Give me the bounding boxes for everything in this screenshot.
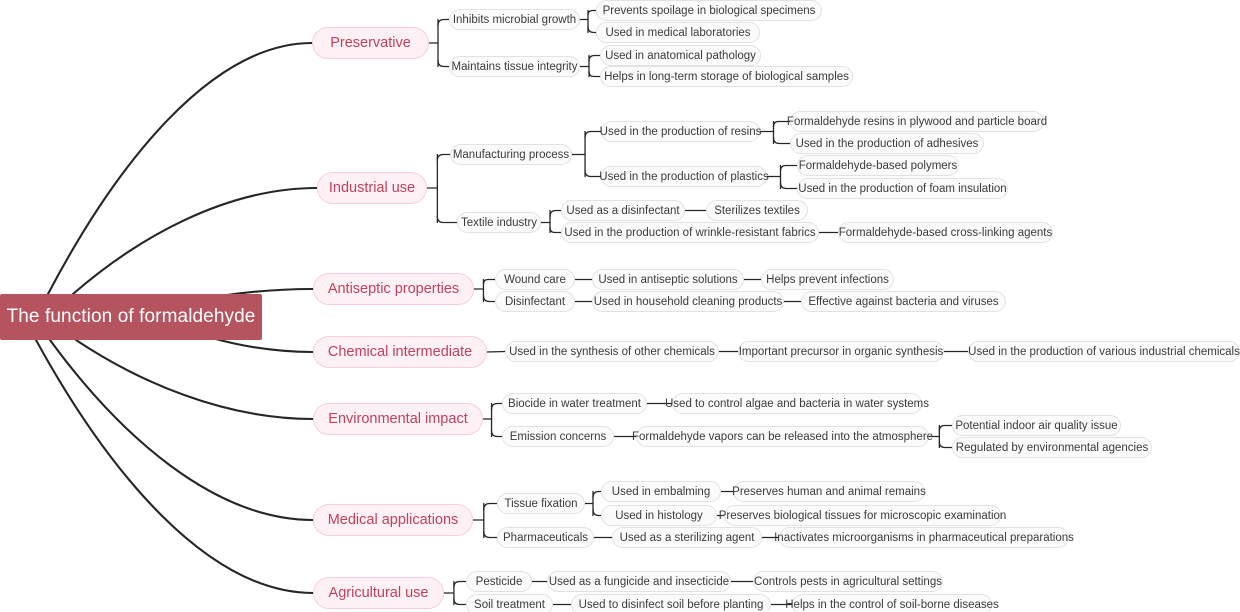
topic-node-b4c1g0[interactable]: Formaldehyde vapors can be released into… [632,426,933,447]
topic-node-b4c1g0h1[interactable]: Regulated by environmental agencies [952,437,1152,458]
topic-node-b3c0g0h0[interactable]: Used in the production of various indust… [968,341,1240,362]
topic-node-b2c0g0h0[interactable]: Helps prevent infections [761,269,894,290]
topic-node-b5c0g0[interactable]: Used in embalming [601,481,721,502]
topic-node-b6c0g0h0[interactable]: Controls pests in agricultural settings [753,571,943,592]
branch-node-b1[interactable]: Industrial use [317,172,427,204]
topic-node-b5c0g0h0[interactable]: Preserves human and animal remains [732,481,926,502]
topic-node-b1c1g1[interactable]: Used in the production of wrinkle-resist… [561,222,819,243]
topic-node-b5c0g1[interactable]: Used in histology [601,505,717,526]
topic-node-b2c1g0h0[interactable]: Effective against bacteria and viruses [801,291,1006,312]
topic-node-b6c1[interactable]: Soil treatment [466,594,553,612]
topic-node-b0c1[interactable]: Maintains tissue integrity [449,56,580,77]
topic-node-b5c1g0h0[interactable]: Inactivates microorganisms in pharmaceut… [774,527,1074,548]
topic-node-b0c0g0[interactable]: Prevents spoilage in biological specimen… [596,0,822,21]
topic-node-b4c1[interactable]: Emission concerns [502,426,614,447]
topic-node-b4c0[interactable]: Biocide in water treatment [502,393,647,414]
topic-node-b6c0g0[interactable]: Used as a fungicide and insecticide [547,571,731,592]
topic-node-b0c0[interactable]: Inhibits microbial growth [449,9,580,30]
topic-node-b0c0g1[interactable]: Used in medical laboratories [596,22,760,43]
branch-node-b3[interactable]: Chemical intermediate [313,336,487,368]
topic-node-b1c0g1h1[interactable]: Used in the production of foam insulatio… [797,178,1008,199]
root-node[interactable]: The function of formaldehyde [0,294,262,340]
topic-node-b1c0g0h1[interactable]: Used in the production of adhesives [790,133,984,154]
branch-node-b0[interactable]: Preservative [312,27,429,59]
branch-node-b5[interactable]: Medical applications [313,504,473,536]
topic-node-b1c1[interactable]: Textile industry [457,212,541,233]
topic-node-b5c1g0[interactable]: Used as a sterilizing agent [612,527,762,548]
topic-node-b6c0[interactable]: Pesticide [466,571,532,592]
topic-node-b1c0g0[interactable]: Used in the production of resins [600,121,761,142]
topic-node-b3c0[interactable]: Used in the synthesis of other chemicals [505,341,719,362]
topic-node-b6c1g0h0[interactable]: Helps in the control of soil-borne disea… [785,594,999,612]
topic-node-b1c0[interactable]: Manufacturing process [450,144,572,165]
topic-node-b5c0[interactable]: Tissue fixation [497,493,585,514]
topic-node-b0c1g0[interactable]: Used in anatomical pathology [600,45,761,66]
branch-node-b4[interactable]: Environmental impact [313,403,483,435]
topic-node-b4c1g0h0[interactable]: Potential indoor air quality issue [952,415,1121,436]
topic-node-b5c1[interactable]: Pharmaceuticals [497,527,594,548]
topic-node-b6c1g0[interactable]: Used to disinfect soil before planting [571,594,771,612]
topic-node-b1c1g0h0[interactable]: Sterilizes textiles [706,200,808,221]
topic-node-b2c0g0[interactable]: Used in antiseptic solutions [592,269,744,290]
topic-node-b2c1[interactable]: Disinfectant [495,291,575,312]
topic-node-b3c0g0[interactable]: Important precursor in organic synthesis [738,341,944,362]
topic-node-b1c0g0h0[interactable]: Formaldehyde resins in plywood and parti… [787,111,1047,132]
topic-node-b5c0g1h0[interactable]: Preserves biological tissues for microsc… [719,505,1006,526]
topic-node-b1c1g1h0[interactable]: Formaldehyde-based cross-linking agents [838,222,1053,243]
topic-node-b0c1g1[interactable]: Helps in long-term storage of biological… [600,66,853,87]
topic-node-b2c0[interactable]: Wound care [495,269,575,290]
branch-node-b6[interactable]: Agricultural use [313,577,444,609]
topic-node-b1c0g1[interactable]: Used in the production of plastics [599,166,769,187]
topic-node-b1c1g0[interactable]: Used as a disinfectant [561,200,685,221]
topic-node-b4c0g0[interactable]: Used to control algae and bacteria in wa… [665,393,929,414]
topic-node-b1c0g1h0[interactable]: Formaldehyde-based polymers [797,155,959,176]
topic-node-b2c1g0[interactable]: Used in household cleaning products [592,291,784,312]
branch-node-b2[interactable]: Antiseptic properties [313,273,474,305]
